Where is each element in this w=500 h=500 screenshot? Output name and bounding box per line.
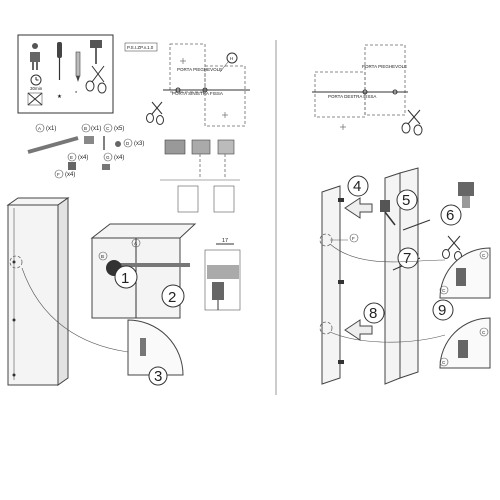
mallet-icon xyxy=(90,40,102,64)
callout-c-4: C xyxy=(442,360,446,365)
pencil-icon: * xyxy=(75,51,81,97)
step-9: 9 xyxy=(438,302,446,319)
part-e-qty: (x4) xyxy=(78,155,88,161)
svg-text:★: ★ xyxy=(57,94,62,100)
model-code: P.S.I.ZP.v.1.0 xyxy=(127,45,154,50)
dowel-part xyxy=(115,141,121,147)
cabinet-tall xyxy=(6,197,70,386)
tools-box: 30min * ★ xyxy=(17,34,114,114)
door-layout-right: PORTA PIEGHEVOLE PORTA DESTRA FISSA xyxy=(312,44,423,136)
bracket-part xyxy=(84,136,94,144)
callout-c-3: C xyxy=(482,330,486,335)
part-e-letter: E xyxy=(70,155,73,160)
step-5: 5 xyxy=(402,192,410,209)
mallet-icon xyxy=(380,200,396,226)
hinge-round-detail-lower: C C xyxy=(439,317,491,369)
part-a-qty: (x1) xyxy=(46,126,56,132)
callout-c-1: C xyxy=(482,253,486,258)
part-d-qty: (x3) xyxy=(134,141,144,147)
part-f-letter: F xyxy=(57,172,60,177)
rail-part xyxy=(27,136,79,154)
part-f-qty: (x4) xyxy=(65,172,75,178)
scissors-icon xyxy=(85,65,107,94)
part-a-letter: A xyxy=(38,126,41,131)
step-3: 3 xyxy=(154,368,162,385)
part-g-qty: (x4) xyxy=(114,155,124,161)
step-8: 8 xyxy=(369,305,377,322)
parts-list: A (x1) B (x1) C (x5) D (x3) E (x4) F (x4… xyxy=(27,123,144,179)
part-d-letter: D xyxy=(126,141,130,146)
part-b-letter: B xyxy=(84,126,87,131)
part-c-letter: C xyxy=(106,126,110,131)
door-left-bottom-label: PORTA SINISTRA FISSA xyxy=(172,91,223,96)
scissors-icon xyxy=(442,235,462,261)
step-6: 6 xyxy=(446,207,454,224)
arrow-left-icon xyxy=(344,319,373,341)
clock-icon: 30min xyxy=(30,74,43,91)
hinge-plate-part xyxy=(68,162,76,170)
box-icon xyxy=(458,182,474,208)
no-drill-icon xyxy=(27,92,43,106)
tag-h: H xyxy=(230,56,233,61)
step-4: 4 xyxy=(353,178,361,195)
part-b-qty: (x1) xyxy=(91,126,101,132)
callout-c-2: C xyxy=(442,288,446,293)
door-right-top-label: PORTA PIEGHEVOLE xyxy=(362,64,407,69)
hinge-round-detail-upper: C C xyxy=(439,247,491,299)
time-note: 30min xyxy=(30,86,43,91)
hinge-detail-group xyxy=(160,139,240,213)
callout-f: F xyxy=(352,236,355,241)
scissors-icon xyxy=(146,101,164,125)
svg-text:*: * xyxy=(75,91,78,97)
part-c-qty: (x5) xyxy=(114,126,124,132)
dimension-detail: 17 xyxy=(204,238,241,311)
detail-pointer xyxy=(329,243,446,263)
screwdriver-icon xyxy=(57,42,62,80)
door-right-bottom-label: PORTA DESTRA FISSA xyxy=(328,94,376,99)
door-layout-left: P.S.I.ZP.v.1.0 PORTA PIEGHEVOLE PORTA SI… xyxy=(124,42,250,127)
door-panels: F xyxy=(319,167,431,385)
detail-pointer xyxy=(21,267,129,353)
clip-part xyxy=(102,164,110,170)
step-7: 7 xyxy=(403,250,411,267)
cabinet-interior-detail: 1 2 A B xyxy=(90,223,197,319)
crosshair-icon xyxy=(180,58,228,118)
detail-circle xyxy=(9,255,23,269)
part-g-letter: G xyxy=(106,155,110,160)
step-3-detail: 3 xyxy=(127,319,184,386)
step-1: 1 xyxy=(121,270,129,287)
door-left-top-label: PORTA PIEGHEVOLE xyxy=(177,67,222,72)
dimension-value: 17 xyxy=(222,238,228,244)
step-numbers-right: 4 5 6 7 8 9 xyxy=(347,175,462,324)
arrow-left-icon xyxy=(344,197,373,219)
detail-pointer xyxy=(329,331,446,343)
person-icon xyxy=(30,43,40,70)
callout-b: B xyxy=(101,254,104,259)
callout-a: A xyxy=(134,241,137,246)
scissors-icon xyxy=(401,109,423,136)
step-2: 2 xyxy=(168,289,176,306)
crosshair-icon xyxy=(340,124,346,130)
